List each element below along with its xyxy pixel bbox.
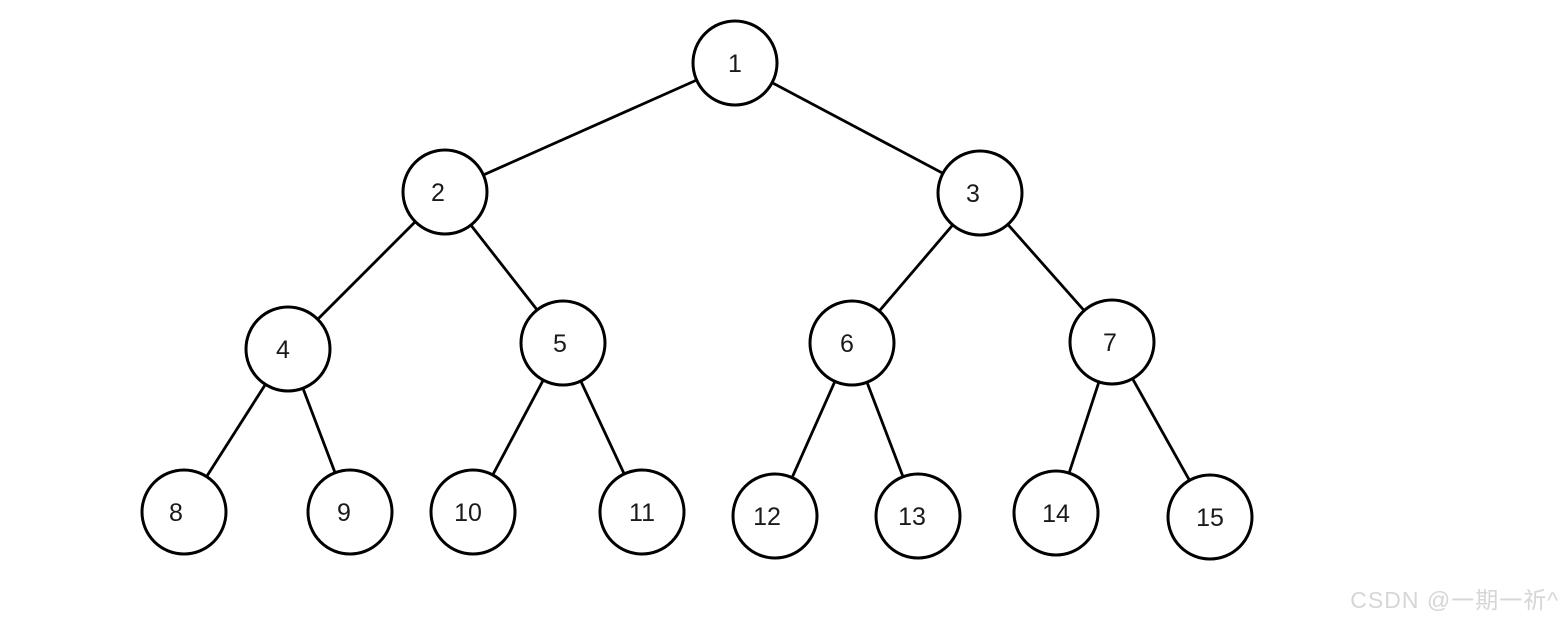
tree-node-9: 9 <box>306 468 394 556</box>
tree-node-label-9: 9 <box>337 499 351 527</box>
tree-node-circle-7 <box>1068 298 1156 386</box>
tree-node-label-2: 2 <box>431 179 445 207</box>
tree-node-10: 10 <box>429 468 517 556</box>
tree-node-label-8: 8 <box>169 499 183 527</box>
tree-node-circle-9 <box>306 468 394 556</box>
tree-node-label-10: 10 <box>454 499 482 527</box>
tree-node-label-7: 7 <box>1103 329 1117 357</box>
tree-node-circle-12 <box>731 472 819 560</box>
tree-node-circle-13 <box>874 472 962 560</box>
tree-node-4: 4 <box>244 305 332 393</box>
tree-node-circle-6 <box>808 299 896 387</box>
tree-node-circle-4 <box>244 305 332 393</box>
tree-node-label-15: 15 <box>1196 504 1224 532</box>
tree-node-label-11: 11 <box>629 499 655 527</box>
tree-node-12: 12 <box>731 472 819 560</box>
tree-node-label-12: 12 <box>753 503 781 531</box>
tree-node-label-13: 13 <box>898 503 926 531</box>
tree-node-label-14: 14 <box>1042 500 1070 528</box>
tree-node-3: 3 <box>936 149 1024 237</box>
tree-node-circle-8 <box>140 468 228 556</box>
watermark: CSDN @一期一祈^ <box>1350 587 1559 613</box>
tree-node-14: 14 <box>1012 469 1100 557</box>
tree-node-2: 2 <box>401 148 489 236</box>
tree-node-circle-15 <box>1166 473 1254 561</box>
tree-node-11: 11 <box>598 468 686 556</box>
tree-node-circle-3 <box>936 149 1024 237</box>
tree-node-6: 6 <box>808 299 896 387</box>
tree-edge-1-3 <box>734 61 981 195</box>
tree-node-circle-5 <box>519 299 607 387</box>
tree-node-circle-10 <box>429 468 517 556</box>
tree-node-15: 15 <box>1166 473 1254 561</box>
tree-edge-1-2 <box>444 61 736 194</box>
tree-node-circle-2 <box>401 148 489 236</box>
tree-node-label-6: 6 <box>840 330 854 358</box>
tree-node-label-1: 1 <box>728 50 742 78</box>
tree-node-label-4: 4 <box>276 336 290 364</box>
tree-node-circle-11 <box>598 468 686 556</box>
tree-node-7: 7 <box>1068 298 1156 386</box>
tree-node-1: 1 <box>691 19 779 107</box>
tree-node-label-3: 3 <box>966 180 980 208</box>
tree-node-13: 13 <box>874 472 962 560</box>
tree-node-label-5: 5 <box>553 330 567 358</box>
tree-node-5: 5 <box>519 299 607 387</box>
tree-node-circle-1 <box>691 19 779 107</box>
tree-node-8: 8 <box>140 468 228 556</box>
tree-node-circle-14 <box>1012 469 1100 557</box>
